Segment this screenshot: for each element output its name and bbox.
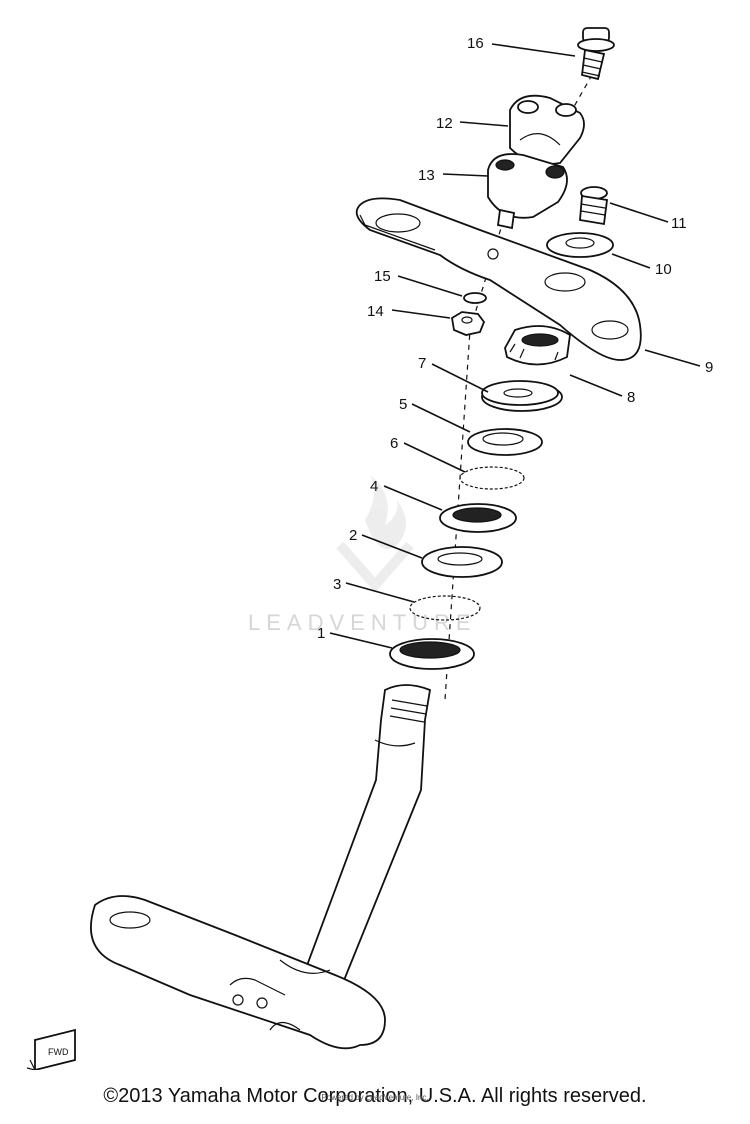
callout-8: 8 <box>627 389 635 406</box>
upper-race-5 <box>467 428 543 456</box>
callout-2: 2 <box>349 527 357 544</box>
watermark-logo <box>336 475 414 593</box>
handlebar-holder-lower-13 <box>487 153 568 230</box>
callout-5: 5 <box>399 396 407 413</box>
nut-14 <box>451 311 486 336</box>
bolt-16 <box>577 27 615 81</box>
bottom-race-1 <box>389 638 475 670</box>
leader-lines <box>329 43 701 649</box>
lock-washer-15 <box>463 292 487 304</box>
callout-7: 7 <box>418 355 426 372</box>
callout-11: 11 <box>671 215 687 232</box>
crown-bolt-11 <box>579 186 609 226</box>
callout-13: 13 <box>418 167 435 184</box>
callout-14: 14 <box>367 303 384 320</box>
callout-4: 4 <box>370 478 378 495</box>
ball-race-cover-7 <box>481 380 563 412</box>
callout-15: 15 <box>374 268 391 285</box>
svg-text:FWD: FWD <box>48 1047 69 1057</box>
watermark-text: LEADVENTURE <box>248 610 477 635</box>
copyright-notice: ©2013 Yamaha Motor Corporation, U.S.A. A… <box>103 1085 647 1107</box>
powered-by-note: Powered by LeadVenture, Inc. <box>321 1093 429 1102</box>
handlebar-holder-upper-12 <box>509 94 585 165</box>
ring-nut-8 <box>504 325 571 366</box>
callout-12: 12 <box>436 115 453 132</box>
steel-balls-3 <box>409 595 481 621</box>
callout-16: 16 <box>467 35 484 52</box>
steel-balls-6 <box>459 466 525 490</box>
lower-race-2 <box>421 546 503 578</box>
callout-10: 10 <box>655 261 672 278</box>
callout-1: 1 <box>317 625 325 642</box>
callout-9: 9 <box>705 359 713 376</box>
washer-10 <box>546 232 614 258</box>
callout-3: 3 <box>333 576 341 593</box>
callout-6: 6 <box>390 435 398 452</box>
parts-diagram: LEADVENTURE <box>26 27 713 1070</box>
forward-direction-icon: FWD <box>26 1028 76 1070</box>
upper-cone-race-4 <box>439 503 517 533</box>
steering-crown-9 <box>355 197 642 361</box>
steering-stem-under-bracket <box>90 684 432 1050</box>
